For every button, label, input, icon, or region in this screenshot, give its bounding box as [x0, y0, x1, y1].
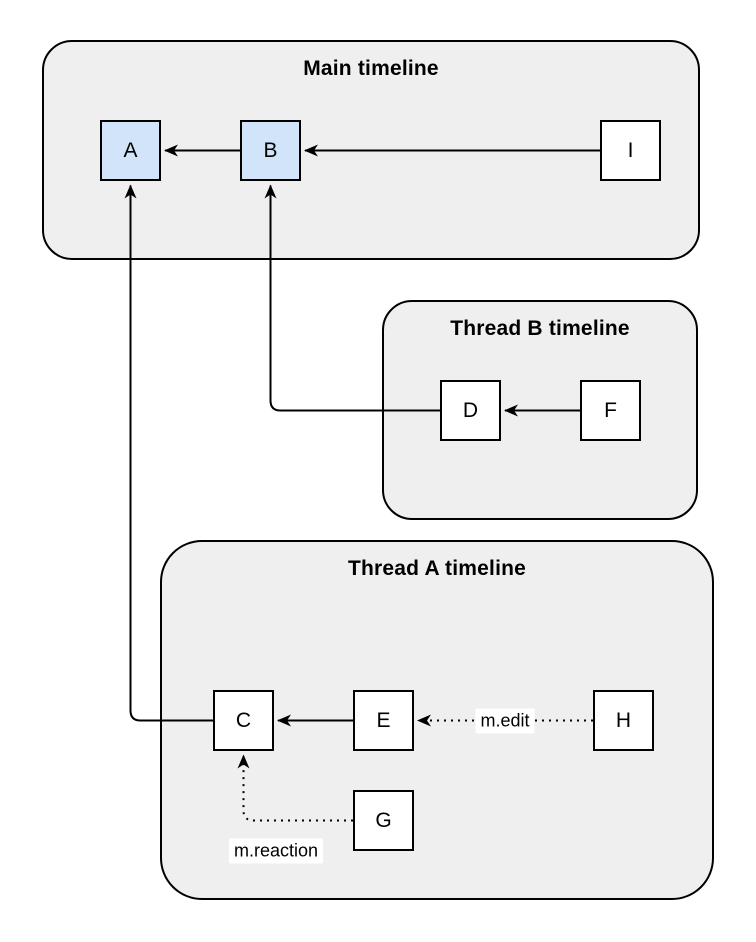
- node-F: F: [580, 380, 641, 441]
- node-B: B: [240, 120, 301, 181]
- node-C: C: [213, 690, 274, 751]
- node-E: E: [353, 690, 414, 751]
- container-title-thread-b: Thread B timeline: [450, 317, 630, 340]
- container-title-main: Main timeline: [303, 57, 439, 80]
- node-D: D: [440, 380, 501, 441]
- node-A: A: [100, 120, 161, 181]
- node-I: I: [600, 120, 661, 181]
- edge-label-m-edit: m.edit: [475, 708, 535, 734]
- edge-label-m-reaction: m.reaction: [228, 838, 324, 864]
- node-H: H: [593, 690, 654, 751]
- node-G: G: [353, 790, 414, 851]
- container-title-thread-a: Thread A timeline: [347, 557, 527, 580]
- container-thread-b-timeline: Thread B timeline: [382, 300, 698, 520]
